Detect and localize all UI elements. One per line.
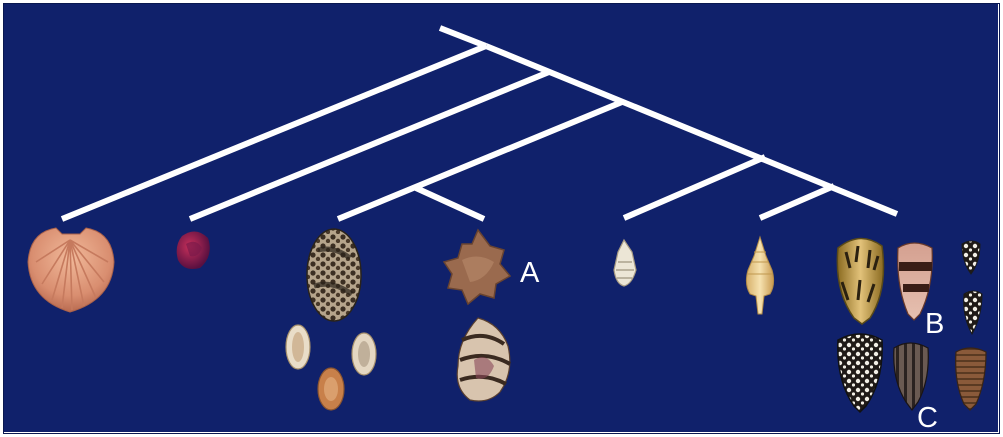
panel-border: [3, 3, 1000, 434]
